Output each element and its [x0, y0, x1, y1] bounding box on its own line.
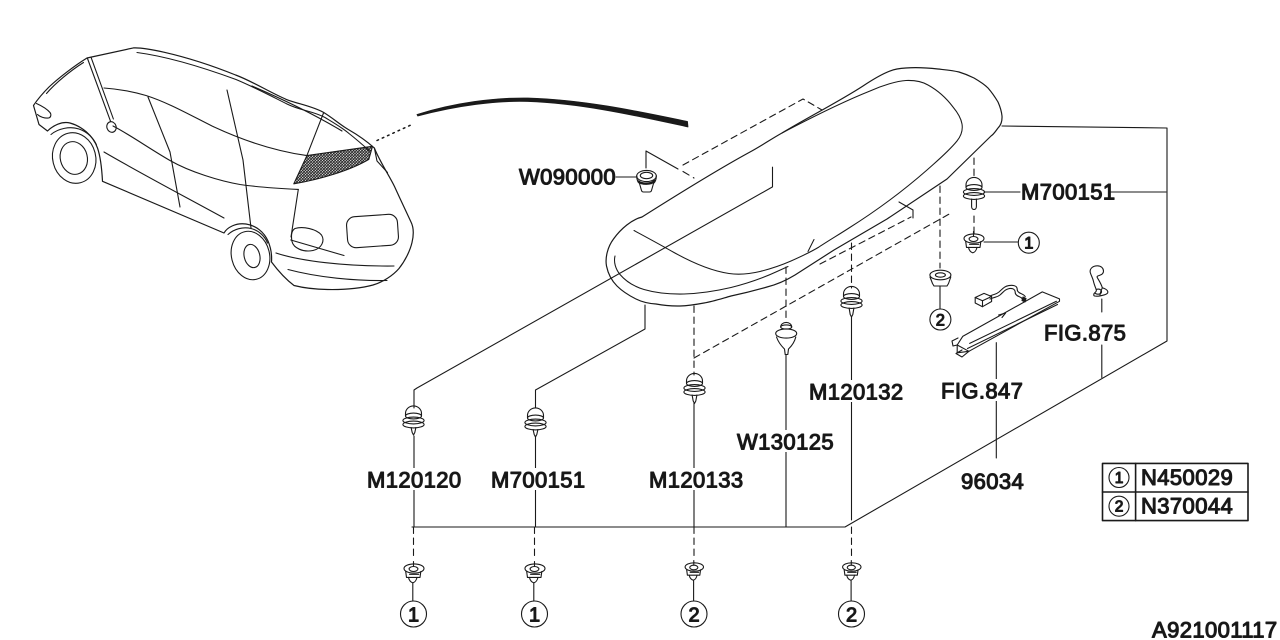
svg-text:96034: 96034	[961, 469, 1024, 494]
svg-text:2: 2	[688, 604, 699, 626]
svg-text:N370044: N370044	[1141, 494, 1233, 519]
svg-text:M700151: M700151	[1021, 180, 1116, 205]
svg-text:A921001117: A921001117	[1152, 618, 1278, 640]
svg-text:1: 1	[529, 604, 540, 626]
svg-text:M120120: M120120	[367, 468, 462, 493]
svg-text:2: 2	[1115, 499, 1124, 516]
svg-text:W130125: W130125	[737, 430, 834, 455]
svg-text:1: 1	[408, 604, 419, 626]
svg-text:W090000: W090000	[519, 165, 616, 190]
svg-text:M120133: M120133	[649, 468, 744, 493]
svg-text:M700151: M700151	[491, 468, 586, 493]
svg-text:N450029: N450029	[1141, 465, 1233, 490]
svg-text:1: 1	[1115, 470, 1124, 487]
svg-text:2: 2	[936, 311, 945, 329]
svg-text:2: 2	[846, 604, 857, 626]
svg-text:M120132: M120132	[809, 380, 904, 405]
svg-text:1: 1	[1024, 235, 1033, 253]
svg-text:FIG.847: FIG.847	[941, 379, 1023, 404]
svg-text:FIG.875: FIG.875	[1044, 321, 1126, 346]
